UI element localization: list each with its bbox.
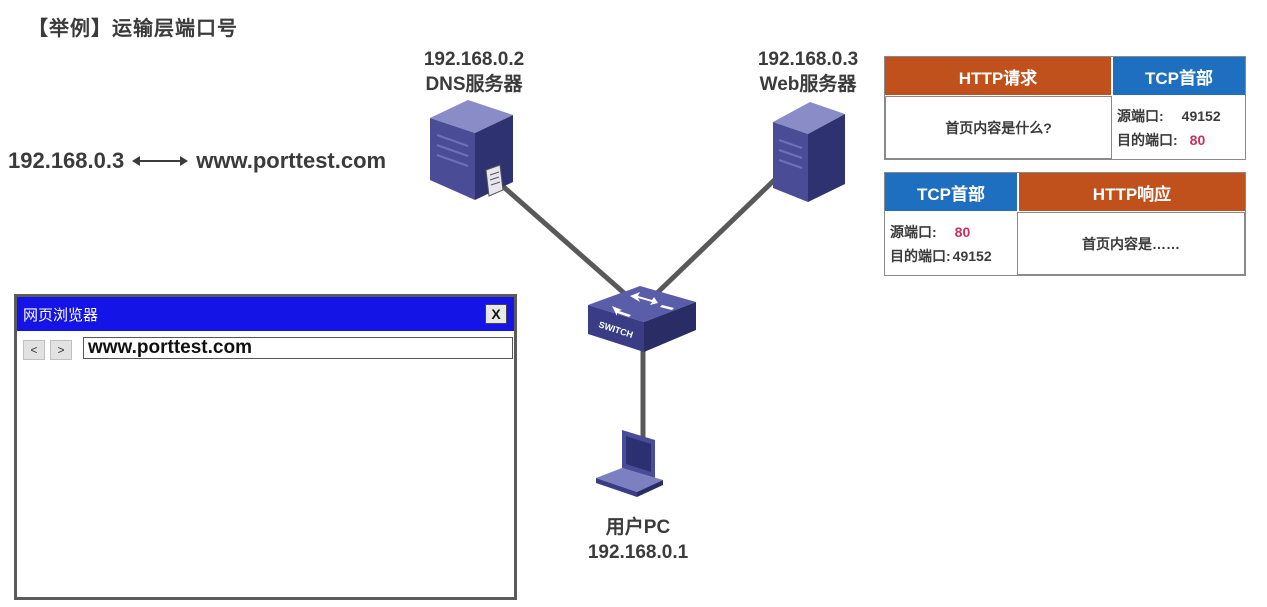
dns-mapping: 192.168.0.3 www.porttest.com: [8, 148, 386, 174]
response-src-port: 80: [954, 223, 971, 240]
request-payload: 首页内容是什么?: [885, 96, 1112, 159]
page-title: 【举例】运输层端口号: [28, 18, 238, 40]
web-server-ip: 192.168.0.3: [757, 49, 859, 70]
web-server-name: Web服务器: [759, 74, 857, 95]
response-packet: TCP首部 HTTP响应 源端口: 80 目的端口:49152 首页内容是……: [884, 172, 1246, 276]
link-web-switch: [653, 163, 792, 297]
response-dst-port: 49152: [952, 247, 992, 264]
web-server-icon: [773, 102, 845, 202]
back-button[interactable]: <: [23, 340, 45, 360]
request-dst-label: 目的端口:: [1117, 131, 1178, 148]
request-src-port: 49152: [1181, 107, 1221, 124]
request-dst-port: 80: [1189, 131, 1206, 148]
request-packet: HTTP请求 TCP首部 首页内容是什么? 源端口: 49152 目的端口: 80: [884, 56, 1246, 160]
response-src-label: 源端口:: [890, 223, 937, 240]
dns-server-name: DNS服务器: [425, 74, 523, 95]
web-server-label: 192.168.0.3 Web服务器: [738, 47, 878, 97]
user-pc-ip: 192.168.0.1: [587, 542, 689, 563]
close-button[interactable]: X: [485, 304, 507, 324]
dns-server-label: 192.168.0.2 DNS服务器: [404, 47, 544, 97]
dns-server-ip: 192.168.0.2: [423, 49, 525, 70]
dns-server-icon: [430, 100, 513, 200]
switch-icon: SWITCH: [588, 286, 696, 352]
request-src-label: 源端口:: [1117, 107, 1164, 124]
forward-button[interactable]: >: [50, 340, 72, 360]
user-pc-label: 用户PC 192.168.0.1: [568, 515, 708, 565]
request-ports: 源端口: 49152 目的端口: 80: [1112, 96, 1245, 159]
address-bar[interactable]: www.porttest.com: [83, 337, 513, 359]
link-dns-switch: [488, 173, 634, 302]
response-ports: 源端口: 80 目的端口:49152: [885, 212, 1018, 275]
response-payload: 首页内容是……: [1018, 212, 1245, 275]
laptop-icon: [596, 430, 663, 497]
response-dst-label: 目的端口:: [890, 247, 951, 264]
double-arrow-icon: [132, 148, 189, 174]
response-src-port-row: 源端口: 80: [890, 220, 970, 244]
browser-title: 网页浏览器: [23, 306, 99, 324]
response-http-header: HTTP响应: [1019, 173, 1245, 211]
request-tcp-header: TCP首部: [1113, 57, 1245, 95]
response-dst-port-row: 目的端口:49152: [890, 244, 992, 268]
request-http-header: HTTP请求: [885, 57, 1111, 95]
browser-titlebar: 网页浏览器 X: [17, 297, 514, 331]
browser-window: 网页浏览器 X < > www.porttest.com: [14, 294, 517, 600]
response-tcp-header: TCP首部: [885, 173, 1017, 211]
dns-mapping-ip: 192.168.0.3: [8, 148, 125, 173]
dns-mapping-domain: www.porttest.com: [196, 148, 387, 173]
request-src-port-row: 源端口: 49152: [1117, 104, 1221, 128]
request-dst-port-row: 目的端口: 80: [1117, 128, 1205, 152]
user-pc-name: 用户PC: [605, 517, 671, 538]
